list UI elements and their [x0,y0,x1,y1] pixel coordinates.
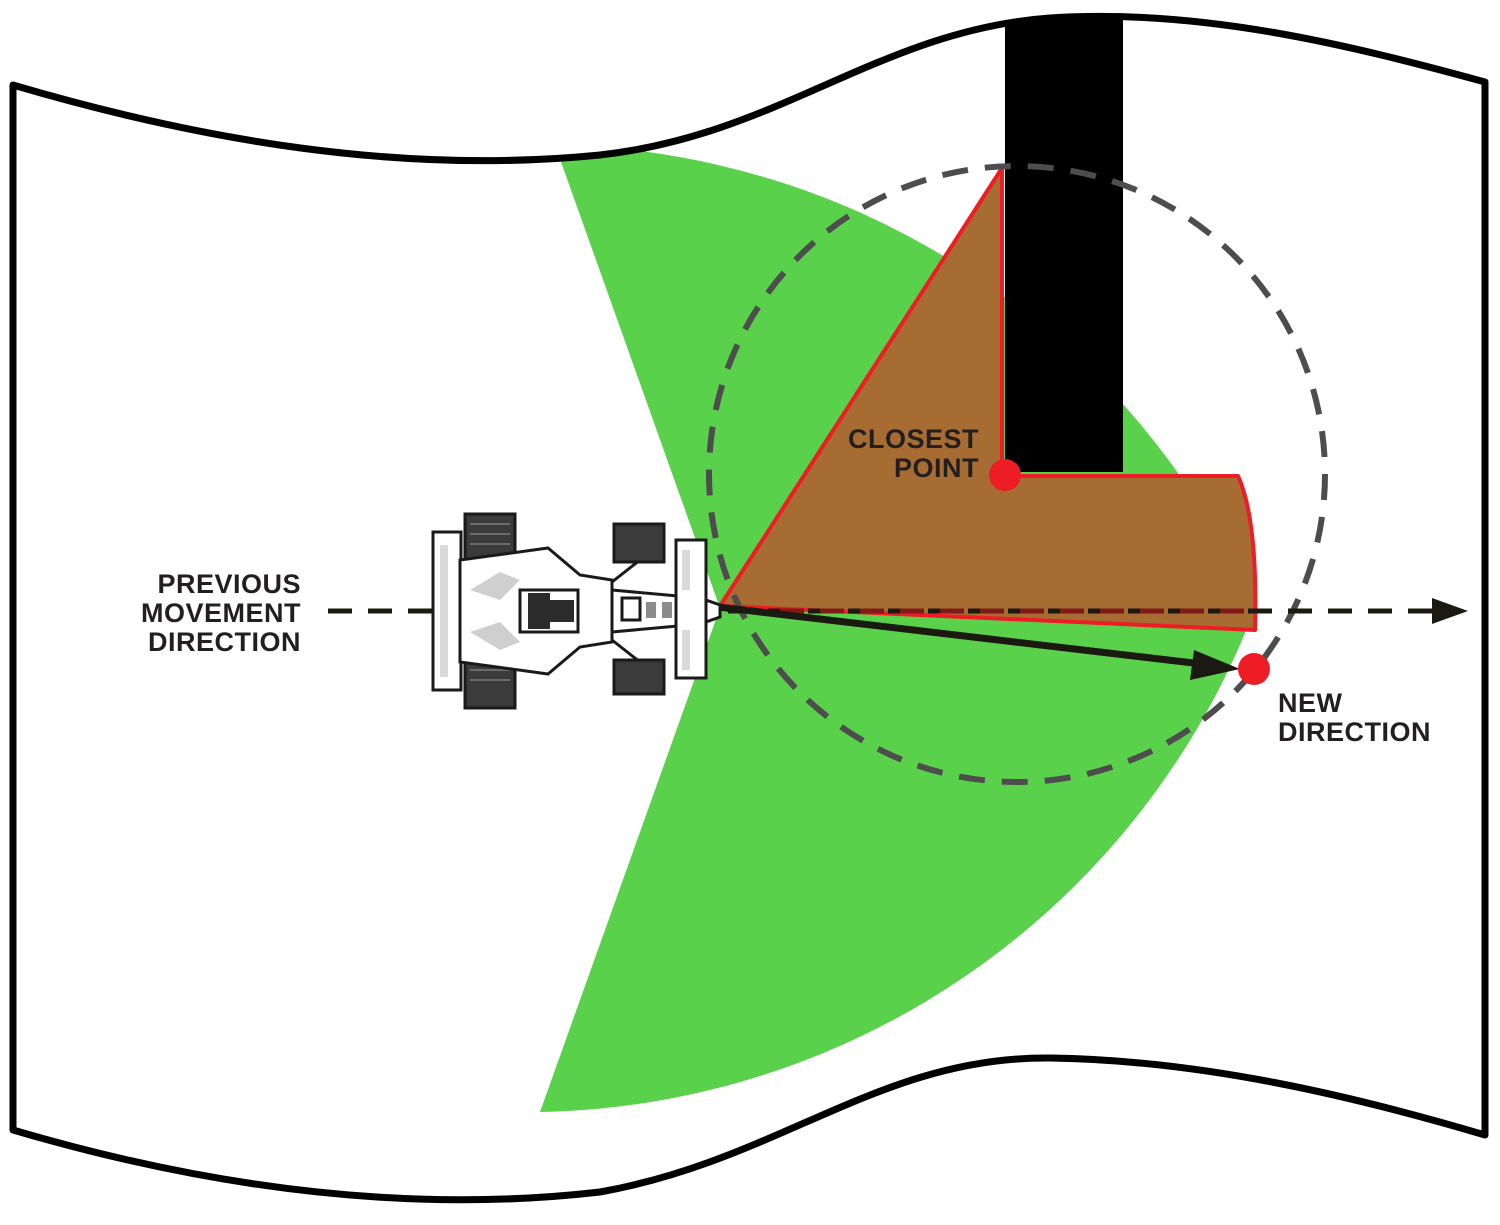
label-new-direction: NEW DIRECTION [1278,689,1431,747]
label-line: MOVEMENT [140,598,301,628]
label-closest-point: CLOSEST POINT [848,425,979,483]
new-direction-marker [1238,653,1270,685]
label-line: CLOSEST [847,424,979,454]
closest-point-marker [989,459,1021,491]
wall-obstacle [1005,16,1123,472]
label-line: DIRECTION [148,627,301,657]
label-line: NEW [1278,688,1343,718]
label-line: PREVIOUS [157,569,301,599]
label-previous-movement-direction: PREVIOUS MOVEMENT DIRECTION [141,570,301,657]
label-line: DIRECTION [1278,717,1431,747]
label-line: POINT [893,453,979,483]
